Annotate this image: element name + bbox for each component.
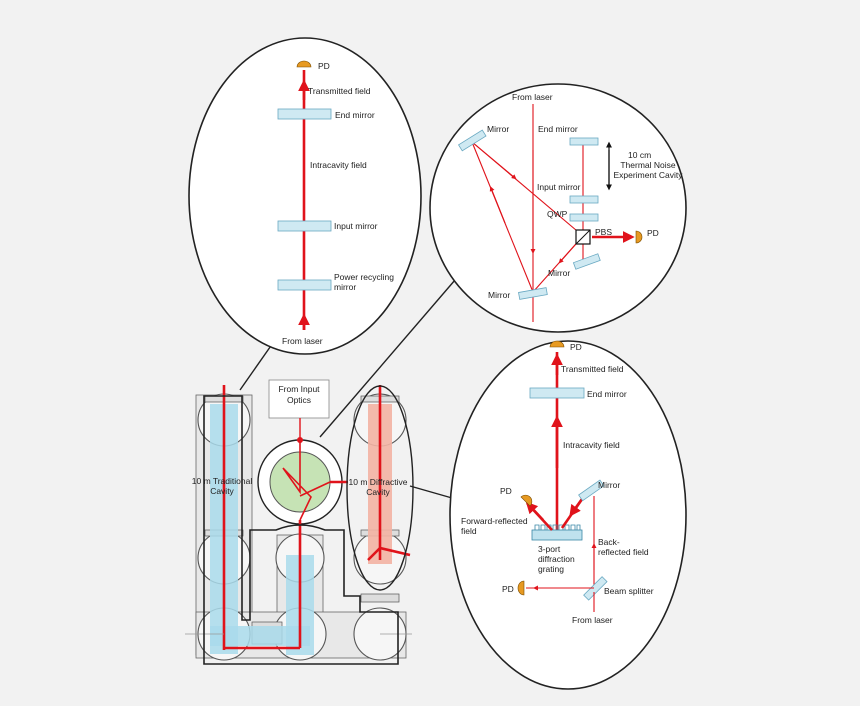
power-recycling-mirror-label: Power recycling mirror bbox=[334, 272, 394, 292]
photodiode-icon bbox=[635, 230, 643, 244]
end-mirror-icon bbox=[569, 137, 599, 146]
end-mirror-label: End mirror bbox=[587, 389, 627, 399]
mirror-right-icon bbox=[572, 253, 601, 270]
end-mirror-label: End mirror bbox=[335, 110, 375, 120]
photodiode-top-icon bbox=[549, 340, 565, 348]
mirror-top-label: Mirror bbox=[487, 124, 509, 134]
input-mirror-label: Input mirror bbox=[334, 221, 378, 231]
pd-label: PD bbox=[318, 61, 330, 71]
pd-label: PD bbox=[647, 228, 659, 238]
end-mirror-icon bbox=[277, 108, 332, 120]
end-mirror-icon bbox=[529, 387, 585, 399]
photodiode-bottom-icon bbox=[517, 580, 525, 596]
mirror-icon bbox=[578, 479, 605, 502]
length-label: 10 cm bbox=[628, 150, 651, 160]
from-laser-label: From laser bbox=[512, 92, 553, 102]
photodiode-icon bbox=[296, 60, 312, 68]
input-optics-box bbox=[268, 379, 330, 419]
diffractive-cavity-label: 10 m Diffractive Cavity bbox=[348, 477, 408, 497]
pbs-label: PBS bbox=[595, 227, 612, 237]
intracavity-field-label: Intracavity field bbox=[563, 440, 620, 450]
photodiode-left-icon bbox=[520, 494, 533, 507]
from-laser-label: From laser bbox=[572, 615, 613, 625]
power-recycling-mirror-icon bbox=[277, 279, 332, 291]
pd-bottom-label: PD bbox=[502, 584, 514, 594]
traditional-cavity-label: 10 m Traditional Cavity bbox=[191, 476, 253, 496]
callout-line-thermal bbox=[319, 279, 456, 438]
back-reflected-label: Back-reflected field bbox=[598, 537, 649, 557]
input-mirror-icon bbox=[277, 220, 332, 232]
pd-top-label: PD bbox=[570, 342, 582, 352]
inset-thermal-noise: From laser Mirror End mirror 10 cm Therm… bbox=[429, 83, 687, 333]
callout-line-traditional bbox=[239, 339, 276, 391]
from-input-optics-label: From Input Optics bbox=[278, 384, 320, 405]
forward-reflected-label: Forward-reflected field bbox=[461, 516, 528, 536]
facility-layout: From Input Optics 10 m Traditional Cavit… bbox=[185, 379, 414, 665]
mirror-right-label: Mirror bbox=[548, 268, 570, 278]
callout-line-diffractive bbox=[409, 485, 453, 499]
intracavity-field-label: Intracavity field bbox=[310, 160, 367, 170]
pd-left-label: PD bbox=[500, 486, 512, 496]
mirror-top-icon bbox=[457, 129, 487, 152]
beam-splitter-label: Beam splitter bbox=[604, 586, 654, 596]
qwp-label: QWP bbox=[547, 209, 568, 219]
beam-splitter-icon bbox=[583, 576, 608, 601]
transmitted-field-label: Transmitted field bbox=[308, 86, 371, 96]
input-mirror-icon bbox=[569, 195, 599, 204]
grating-label: 3-port diffraction grating bbox=[538, 544, 575, 574]
grating-icon bbox=[531, 529, 583, 541]
from-laser-label: From laser bbox=[282, 336, 323, 346]
transmitted-field-label: Transmitted field bbox=[561, 364, 624, 374]
mirror-bottom-label: Mirror bbox=[488, 290, 510, 300]
qwp-icon bbox=[569, 213, 599, 222]
mirror-bottom-icon bbox=[518, 287, 548, 300]
mirror-label: Mirror bbox=[598, 480, 620, 490]
inset-diffractive-cavity: PD Transmitted field End mirror Intracav… bbox=[449, 340, 687, 690]
end-mirror-label: End mirror bbox=[538, 124, 578, 134]
inset-traditional-cavity: PD Transmitted field End mirror Intracav… bbox=[188, 37, 422, 355]
input-mirror-label: Input mirror bbox=[537, 182, 581, 192]
cavity-name-label: Thermal Noise Experiment Cavity bbox=[613, 160, 683, 180]
